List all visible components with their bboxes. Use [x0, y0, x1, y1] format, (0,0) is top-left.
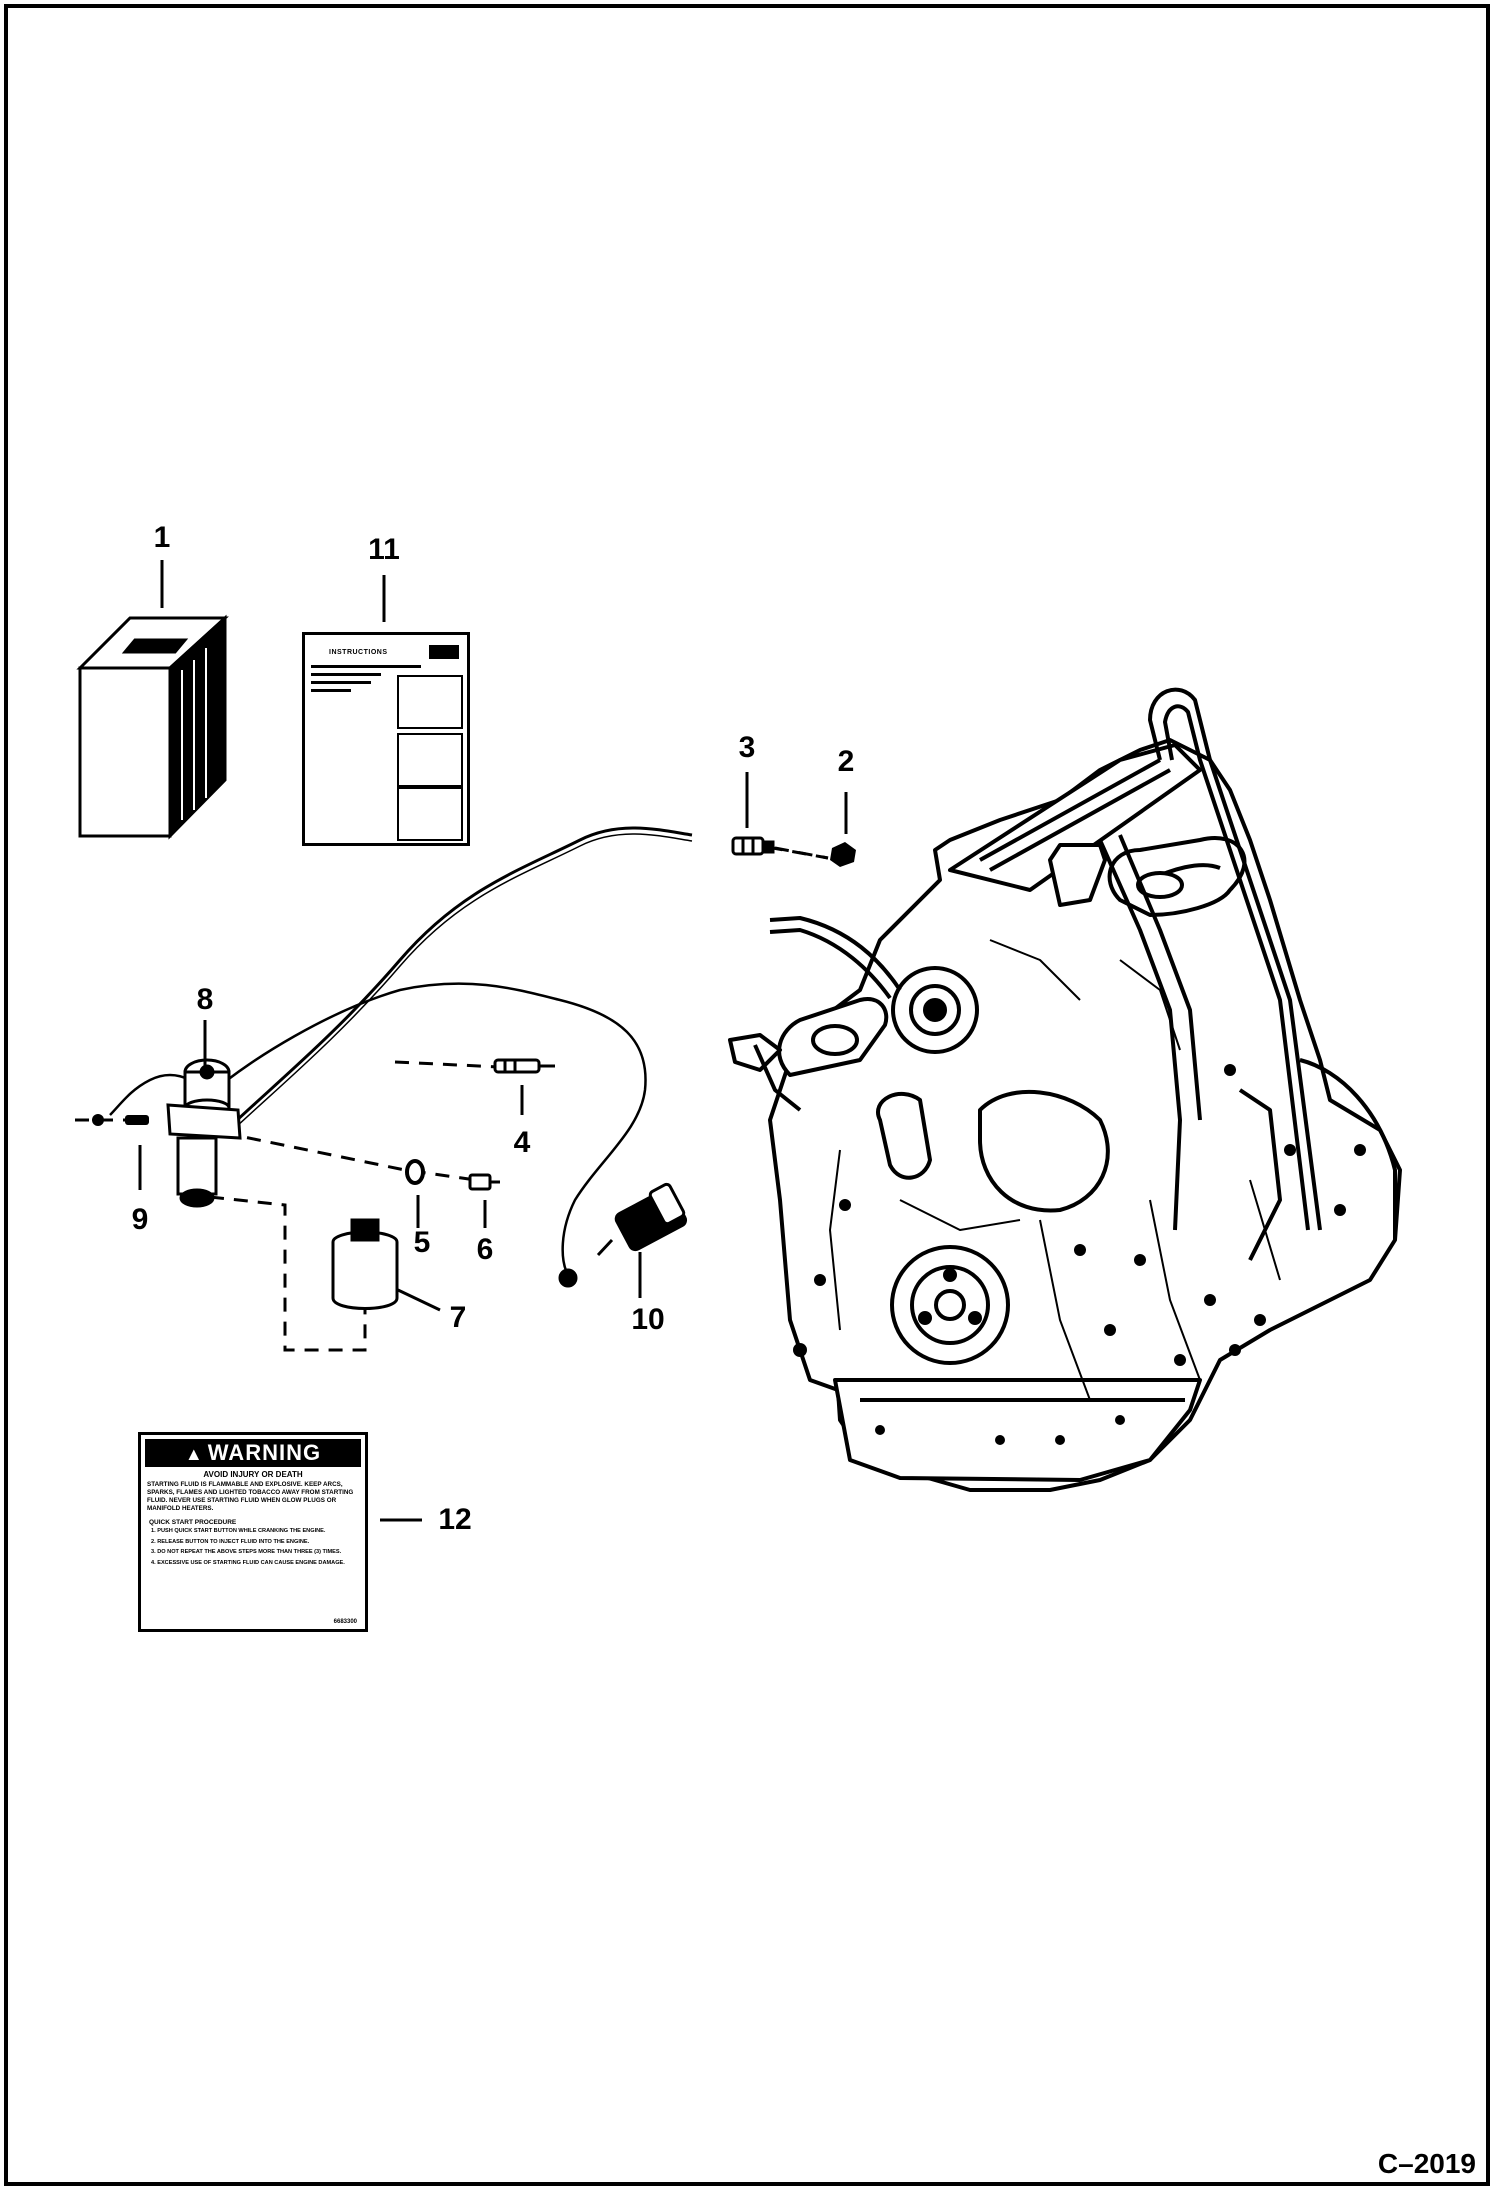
pressure-switch-part — [558, 1182, 688, 1288]
procedure-title: QUICK START PROCEDURE — [149, 1519, 237, 1526]
fluid-canister-part — [331, 1218, 399, 1310]
fluid-line — [233, 826, 693, 1129]
procedure-step: 2. RELEASE BUTTON TO INJECT FLUID INTO T… — [151, 1538, 310, 1545]
callout-9: 9 — [131, 1203, 149, 1236]
figure-id: C–2019 — [1377, 2148, 1476, 2179]
warning-triangle-icon: ▲ — [184, 1444, 204, 1464]
washer-part — [405, 1159, 425, 1185]
callout-2: 2 — [837, 745, 855, 778]
sheet-panel — [397, 675, 463, 729]
callout-1: 1 — [153, 521, 171, 554]
warning-body: STARTING FLUID IS FLAMMABLE AND EXPLOSIV… — [147, 1481, 354, 1512]
warning-heading-text: WARNING — [207, 1440, 322, 1465]
sheet-line — [311, 681, 371, 684]
callout-11: 11 — [368, 533, 400, 566]
callout-4: 4 — [513, 1126, 531, 1159]
instruction-sheet-title: INSTRUCTIONS — [329, 649, 388, 656]
instruction-sheet-box — [429, 645, 459, 659]
callout-6: 6 — [476, 1233, 494, 1266]
bolt-part — [468, 1173, 500, 1191]
callout-5: 5 — [413, 1226, 431, 1259]
sheet-panel — [397, 787, 463, 841]
sheet-line — [311, 689, 351, 692]
diagram-frame — [4, 4, 1490, 2186]
callout-7: 7 — [449, 1301, 467, 1334]
procedure-step: 4. EXCESSIVE USE OF STARTING FLUID CAN C… — [151, 1559, 345, 1566]
pin-part — [92, 1114, 149, 1126]
procedure-step: 1. PUSH QUICK START BUTTON WHILE CRANKIN… — [151, 1528, 326, 1534]
procedure-steps: 1. PUSH QUICK START BUTTON WHILE CRANKIN… — [151, 1528, 359, 1567]
decal-part-code: 6683300 — [333, 1619, 357, 1625]
warning-decal: ▲WARNING AVOID INJURY OR DEATH STARTING … — [138, 1432, 368, 1632]
callout-8: 8 — [196, 983, 214, 1016]
nut-part — [830, 842, 856, 867]
fitting-part — [731, 836, 775, 856]
callout-leaders — [138, 772, 848, 1522]
sheet-panel — [397, 733, 463, 787]
instruction-sheet: INSTRUCTIONS — [302, 632, 470, 846]
engine-illustration — [728, 687, 1402, 1492]
callout-3: 3 — [738, 731, 756, 764]
callout-12: 12 — [438, 1503, 472, 1536]
sheet-line — [311, 673, 381, 676]
tube-fitting-part — [493, 1058, 555, 1074]
callout-10: 10 — [631, 1303, 665, 1336]
warning-title: AVOID INJURY OR DEATH — [203, 1470, 303, 1479]
starting-fluid-box — [76, 614, 229, 840]
warning-heading: ▲WARNING — [145, 1439, 361, 1467]
sheet-line — [311, 665, 421, 668]
procedure-step: 3. DO NOT REPEAT THE ABOVE STEPS MORE TH… — [151, 1549, 342, 1555]
valve-assembly-part — [166, 1058, 242, 1208]
